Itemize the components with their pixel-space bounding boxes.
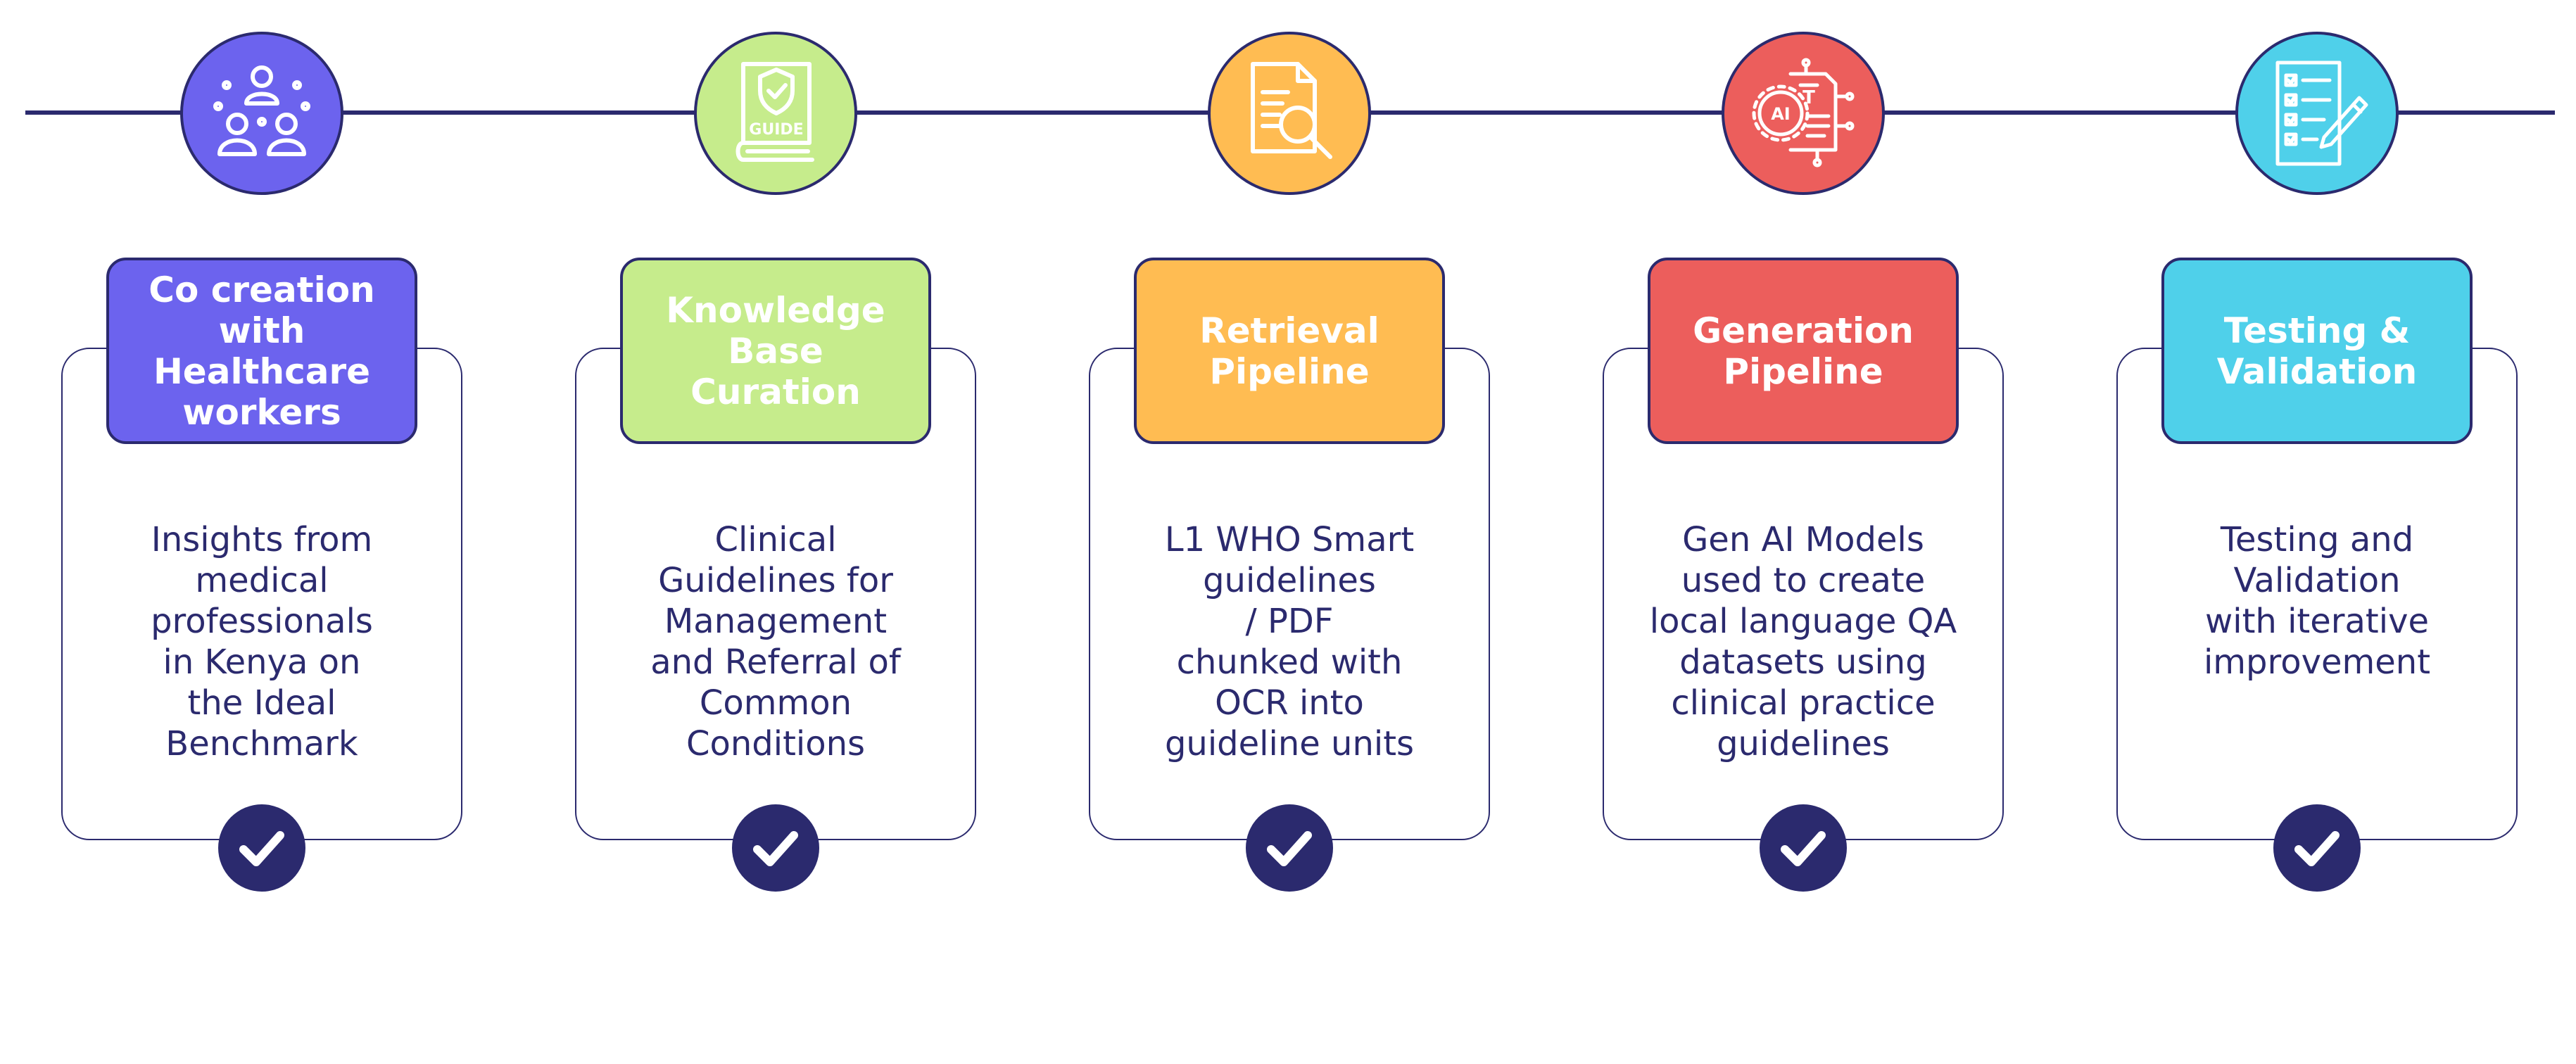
checkmark-icon: [2294, 831, 2340, 866]
guide-book-icon: GUIDE: [735, 62, 814, 162]
step-title: Retrieval Pipeline: [1199, 310, 1379, 392]
step-description: L1 WHO Smart guidelines / PDF chunked wi…: [1164, 520, 1415, 764]
guide-icon-text: GUIDE: [749, 121, 803, 139]
step-title: Co creation with Healthcare workers: [149, 269, 375, 433]
step-icon-circle: [2235, 32, 2399, 195]
step-co-creation: Co creation with Healthcare workers Insi…: [61, 0, 462, 915]
check-badge: [732, 804, 819, 892]
text-icon-letter: T: [1802, 87, 1815, 108]
checkmark-icon: [1781, 831, 1826, 866]
checklist-pencil-icon: [2275, 61, 2368, 166]
step-icon-circle: AI T: [1722, 32, 1885, 195]
ai-document-gear-icon: AI T: [1752, 58, 1855, 167]
step-description: Testing and Validation with iterative im…: [2203, 520, 2431, 682]
step-knowledge-base: GUIDE Knowledge Base Curation Clinical G…: [575, 0, 976, 915]
step-title: Knowledge Base Curation: [666, 289, 885, 412]
step-description: Gen AI Models used to create local langu…: [1649, 520, 1957, 764]
check-badge: [218, 804, 305, 892]
step-title-box: Generation Pipeline: [1648, 258, 1959, 444]
step-title: Testing & Validation: [2216, 310, 2418, 392]
step-generation-pipeline: AI T Generation Pipeline Gen AI Models u…: [1603, 0, 2004, 915]
step-title-box: Testing & Validation: [2161, 258, 2473, 444]
check-badge: [2273, 804, 2361, 892]
people-network-icon: [213, 65, 310, 156]
checkmark-icon: [239, 831, 284, 866]
ai-icon-text: AI: [1771, 104, 1791, 124]
document-search-icon: [1251, 62, 1332, 159]
step-title-box: Retrieval Pipeline: [1134, 258, 1445, 444]
step-title-box: Knowledge Base Curation: [620, 258, 931, 444]
step-title-box: Co creation with Healthcare workers: [106, 258, 417, 444]
checkmark-icon: [1267, 831, 1312, 866]
step-testing-validation: Testing & Validation Testing and Validat…: [2116, 0, 2518, 915]
step-title: Generation Pipeline: [1693, 310, 1914, 392]
check-badge: [1246, 804, 1333, 892]
step-retrieval-pipeline: Retrieval Pipeline L1 WHO Smart guidelin…: [1089, 0, 1490, 915]
step-icon-circle: [1208, 32, 1371, 195]
check-badge: [1760, 804, 1847, 892]
step-description: Clinical Guidelines for Management and R…: [650, 520, 901, 764]
checkmark-icon: [753, 831, 798, 866]
step-icon-circle: [180, 32, 343, 195]
step-icon-circle: GUIDE: [694, 32, 857, 195]
step-description: Insights from medical professionals in K…: [151, 520, 373, 764]
